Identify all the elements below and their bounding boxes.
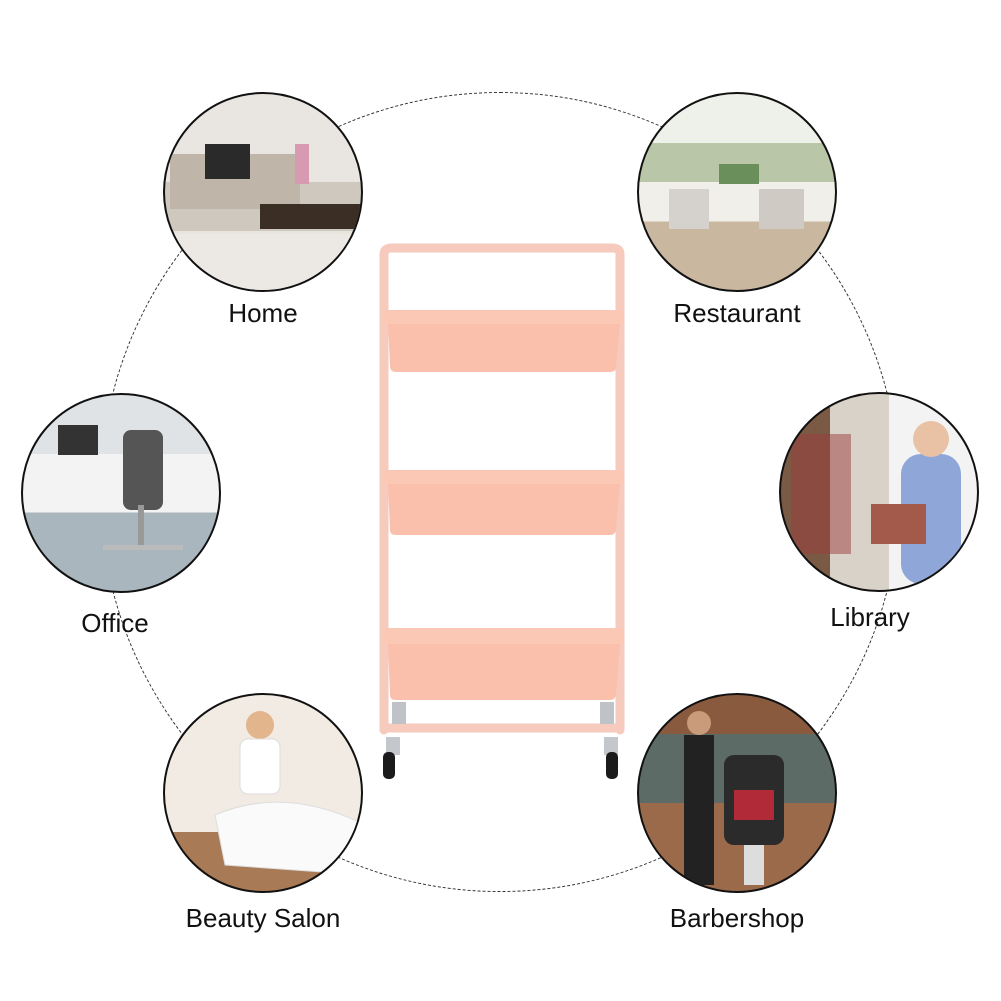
tables-chairs-icon [669,164,804,229]
barber-chair-icon [684,711,784,885]
scene-label-restaurant: Restaurant [673,298,801,328]
sofa-icon [165,144,361,290]
scene-label-barbershop: Barbershop [669,903,805,933]
scene-label-home: Home [228,298,298,328]
basket-top [384,310,624,372]
scene-label-office: Office [81,608,149,638]
office-chair-icon [58,425,183,550]
basket-bottom [384,628,624,700]
library-photo [779,392,979,592]
home-photo [163,92,363,292]
scene-label-library: Library [830,602,910,632]
barbershop-photo [637,693,837,893]
basket-middle [384,470,624,535]
pink-rolling-cart-image [379,243,625,779]
spa-treatment-icon [214,711,361,876]
beauty-salon-photo [163,693,363,893]
scene-label-beauty-salon: Beauty Salon [185,903,341,933]
restaurant-photo [637,92,837,292]
woman-with-books-icon [791,421,961,584]
caster-wheels [383,702,618,779]
office-photo [21,393,221,593]
